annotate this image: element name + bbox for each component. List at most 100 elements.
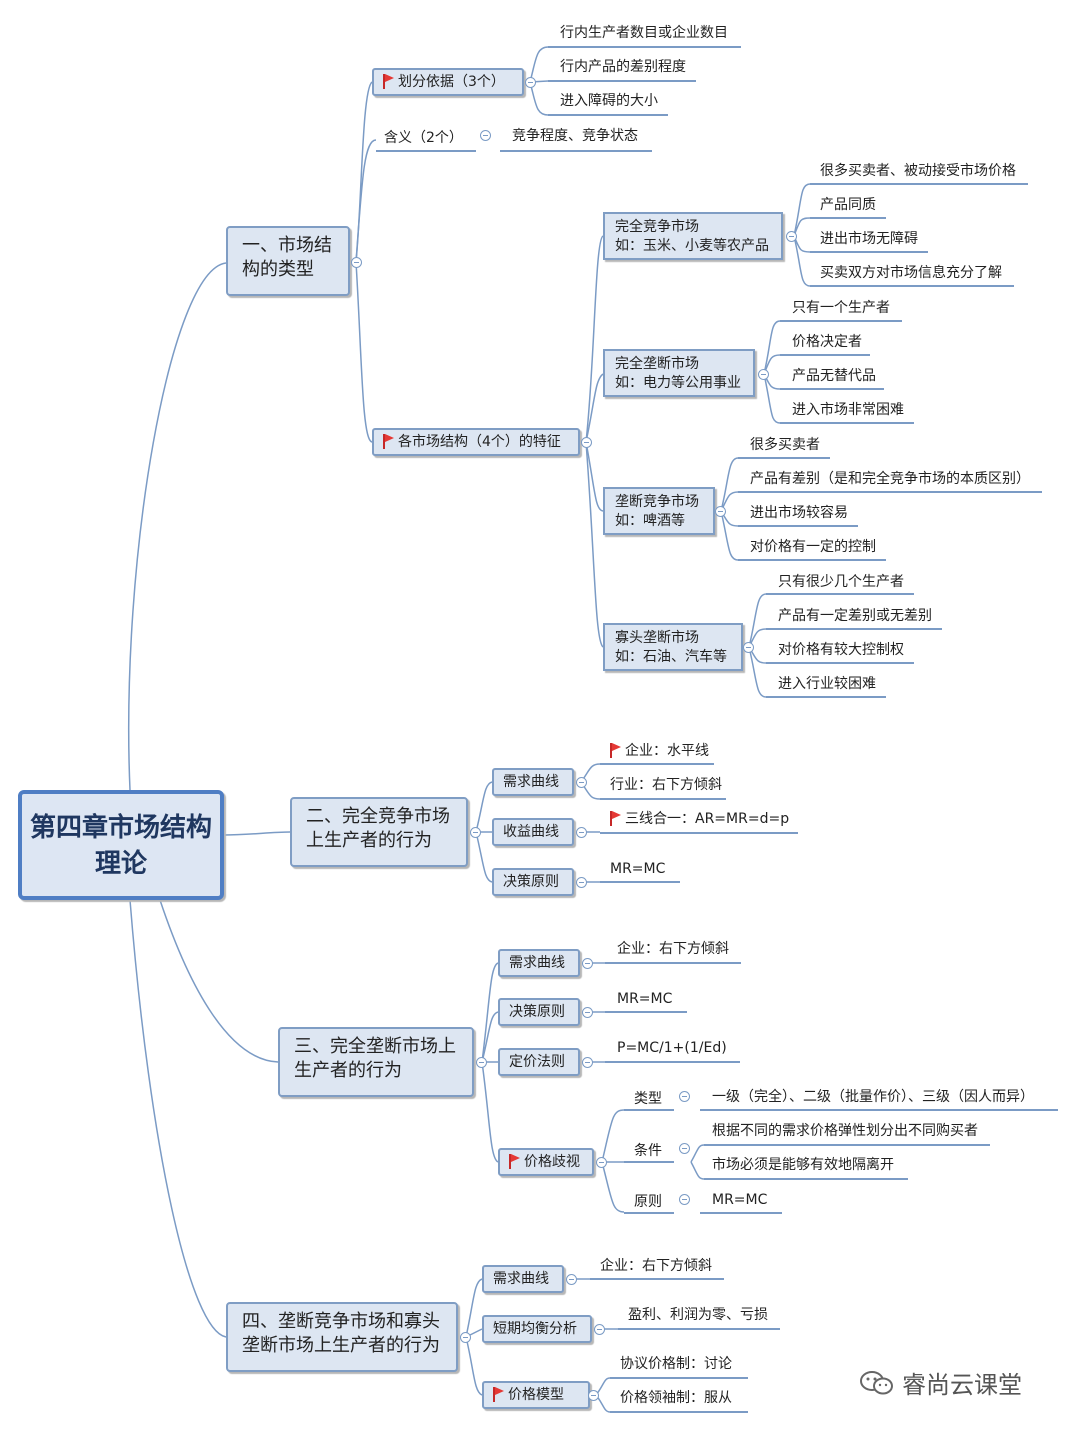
- leaf-text: 进出市场无障碍: [820, 231, 918, 247]
- subtopic-short-run-equilibrium[interactable]: 短期均衡分析: [482, 1315, 592, 1343]
- watermark-text: 睿尚云课堂: [902, 1371, 1022, 1399]
- subtopic-label: 收益曲线: [503, 824, 559, 840]
- collapse-toggle[interactable]: [460, 1332, 471, 1343]
- subtopic-demand-curve[interactable]: 需求曲线: [482, 1265, 564, 1293]
- flag-icon: [610, 743, 621, 758]
- market-perfect-competition[interactable]: 完全竞争市场 如：玉米、小麦等农产品: [603, 212, 783, 260]
- subtopic-label: 价格模型: [508, 1387, 564, 1403]
- collapse-toggle[interactable]: [480, 130, 491, 141]
- collapse-toggle[interactable]: [679, 1194, 690, 1205]
- root-title: 第四章市场结构理论: [29, 813, 212, 879]
- collapse-toggle[interactable]: [576, 827, 587, 838]
- subtopic-label: 需求曲线: [509, 955, 565, 971]
- collapse-toggle[interactable]: [470, 827, 481, 838]
- subtopic-label: 短期均衡分析: [493, 1321, 577, 1337]
- leaf-text: 只有一个生产者: [792, 300, 890, 316]
- leaf-text: 只有很少几个生产者: [778, 574, 904, 590]
- collapse-toggle[interactable]: [596, 1157, 607, 1168]
- leaf-text: 行业：右下方倾斜: [610, 777, 722, 793]
- subtopic-meaning: 含义（2个）: [384, 130, 463, 146]
- branch-type-label: 类型: [634, 1091, 662, 1107]
- collapse-toggle[interactable]: [715, 506, 726, 517]
- topic-perfect-competition-behavior[interactable]: 二、完全竞争市场上生产者的行为: [290, 797, 468, 867]
- collapse-toggle[interactable]: [582, 1057, 593, 1068]
- topic-title: 二、完全竞争市场上生产者的行为: [306, 806, 450, 851]
- subtopic-decision-rule[interactable]: 决策原则: [498, 998, 580, 1026]
- leaf-text: 产品有差别（是和完全竞争市场的本质区别）: [750, 471, 1030, 487]
- market-example: 如：玉米、小麦等农产品: [615, 238, 769, 254]
- market-oligopoly[interactable]: 寡头垄断市场 如：石油、汽车等: [603, 623, 743, 671]
- collapse-toggle[interactable]: [582, 1007, 593, 1018]
- subtopic-features[interactable]: 各市场结构（4个）的特征: [372, 428, 580, 456]
- leaf-text: 价格领袖制：服从: [620, 1390, 732, 1406]
- topic-title: 一、市场结构的类型: [242, 235, 332, 280]
- market-monopolistic-competition[interactable]: 垄断竞争市场 如：啤酒等: [603, 487, 715, 535]
- leaf-text: 产品无替代品: [792, 368, 876, 384]
- market-monopoly[interactable]: 完全垄断市场 如：电力等公用事业: [603, 349, 755, 397]
- market-example: 如：啤酒等: [615, 513, 685, 529]
- leaf-text: 企业：右下方倾斜: [600, 1258, 712, 1274]
- subtopic-demand-curve[interactable]: 需求曲线: [492, 768, 574, 796]
- leaf-text: 进入市场非常困难: [792, 402, 904, 418]
- leaf-text: 对价格有一定的控制: [750, 539, 876, 555]
- leaf-text: 很多买卖者: [750, 437, 820, 453]
- collapse-toggle[interactable]: [576, 777, 587, 788]
- market-name: 完全垄断市场: [615, 356, 699, 372]
- collapse-toggle[interactable]: [582, 958, 593, 969]
- collapse-toggle[interactable]: [351, 257, 362, 268]
- leaf-text: 盈利、利润为零、亏损: [628, 1307, 768, 1323]
- topic-monopoly-behavior[interactable]: 三、完全垄断市场上生产者的行为: [278, 1027, 474, 1097]
- subtopic-demand-curve[interactable]: 需求曲线: [498, 949, 580, 977]
- leaf-text: 产品同质: [820, 197, 876, 213]
- market-example: 如：电力等公用事业: [615, 375, 741, 391]
- leaf-text: 市场必须是能够有效地隔离开: [712, 1157, 894, 1173]
- leaf-text: P=MC/1+(1/Ed): [617, 1040, 727, 1056]
- leaf-text: 三线合一：AR=MR=d=p: [610, 810, 789, 828]
- collapse-toggle[interactable]: [588, 1390, 599, 1401]
- collapse-toggle[interactable]: [679, 1143, 690, 1154]
- collapse-toggle[interactable]: [476, 1057, 487, 1068]
- collapse-toggle[interactable]: [525, 77, 536, 88]
- subtopic-basis[interactable]: 划分依据（3个）: [372, 68, 524, 96]
- subtopic-label: 价格歧视: [524, 1154, 580, 1170]
- subtopic-price-model[interactable]: 价格模型: [482, 1381, 590, 1409]
- collapse-toggle[interactable]: [594, 1324, 605, 1335]
- collapse-toggle[interactable]: [743, 642, 754, 653]
- topic-title: 三、完全垄断市场上生产者的行为: [294, 1036, 456, 1081]
- collapse-toggle[interactable]: [581, 437, 592, 448]
- leaf-text: 价格决定者: [792, 334, 862, 350]
- leaf-text: 企业：水平线: [610, 742, 709, 760]
- collapse-toggle[interactable]: [786, 231, 797, 242]
- subtopic-decision-rule[interactable]: 决策原则: [492, 868, 574, 896]
- leaf-text: MR=MC: [610, 861, 666, 877]
- subtopic-label: 各市场结构（4个）的特征: [398, 434, 561, 450]
- leaf-text: 竞争程度、竞争状态: [512, 128, 638, 144]
- leaf-text: 进入行业较困难: [778, 676, 876, 692]
- market-name: 寡头垄断市场: [615, 630, 699, 646]
- collapse-toggle[interactable]: [679, 1091, 690, 1102]
- leaf-text: 一级（完全）、二级（批量作价）、三级（因人而异）: [712, 1089, 1034, 1105]
- branch-principle-label: 原则: [634, 1194, 662, 1210]
- subtopic-label: 定价法则: [509, 1054, 565, 1070]
- topic-market-types[interactable]: 一、市场结构的类型: [226, 226, 350, 296]
- subtopic-label: 划分依据（3个）: [398, 74, 505, 90]
- wechat-icon: [860, 1371, 893, 1395]
- collapse-toggle[interactable]: [758, 369, 769, 380]
- flag-icon: [509, 1154, 520, 1169]
- subtopic-pricing-rule[interactable]: 定价法则: [498, 1048, 580, 1076]
- collapse-toggle[interactable]: [566, 1274, 577, 1285]
- leaf-text: MR=MC: [617, 991, 673, 1007]
- flag-icon: [610, 811, 621, 826]
- collapse-toggle[interactable]: [576, 877, 587, 888]
- subtopic-revenue-curve[interactable]: 收益曲线: [492, 818, 574, 846]
- topic-title: 四、垄断竞争市场和寡头垄断市场上生产者的行为: [242, 1311, 440, 1356]
- leaf-text: 根据不同的需求价格弹性划分出不同购买者: [712, 1123, 978, 1139]
- root-topic[interactable]: 第四章市场结构理论: [18, 790, 224, 900]
- subtopic-label: 需求曲线: [503, 774, 559, 790]
- topic-oligopoly-behavior[interactable]: 四、垄断竞争市场和寡头垄断市场上生产者的行为: [226, 1302, 458, 1372]
- subtopic-price-discrimination[interactable]: 价格歧视: [498, 1148, 594, 1176]
- leaf-text: 进入障碍的大小: [560, 93, 658, 109]
- flag-icon: [383, 74, 394, 89]
- leaf-text: MR=MC: [712, 1192, 768, 1208]
